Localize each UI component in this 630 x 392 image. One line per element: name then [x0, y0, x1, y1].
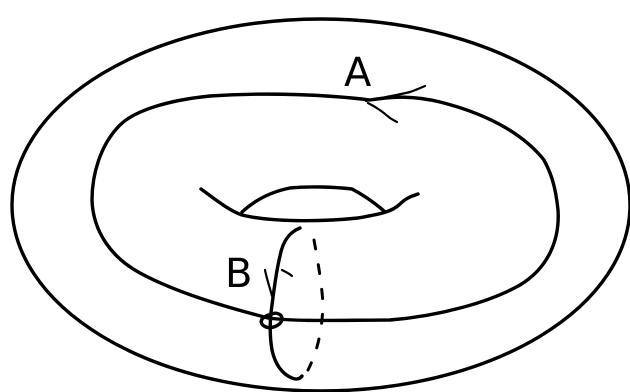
loop-a-longitudinal	[90, 92, 560, 323]
label-b: B	[225, 251, 252, 297]
intersection-knot	[259, 311, 284, 330]
loop-b-tick	[263, 268, 274, 298]
torus-outer-boundary	[10, 17, 630, 392]
torus-hole-bottom	[199, 187, 420, 223]
loop-b-back	[306, 238, 325, 372]
torus-hole-top	[240, 185, 386, 214]
label-a: A	[344, 50, 372, 96]
loop-a-tick-2	[366, 101, 399, 124]
loop-a-tick	[364, 84, 427, 103]
loop-b-front	[268, 226, 304, 381]
loop-b-tick-2	[280, 268, 294, 278]
